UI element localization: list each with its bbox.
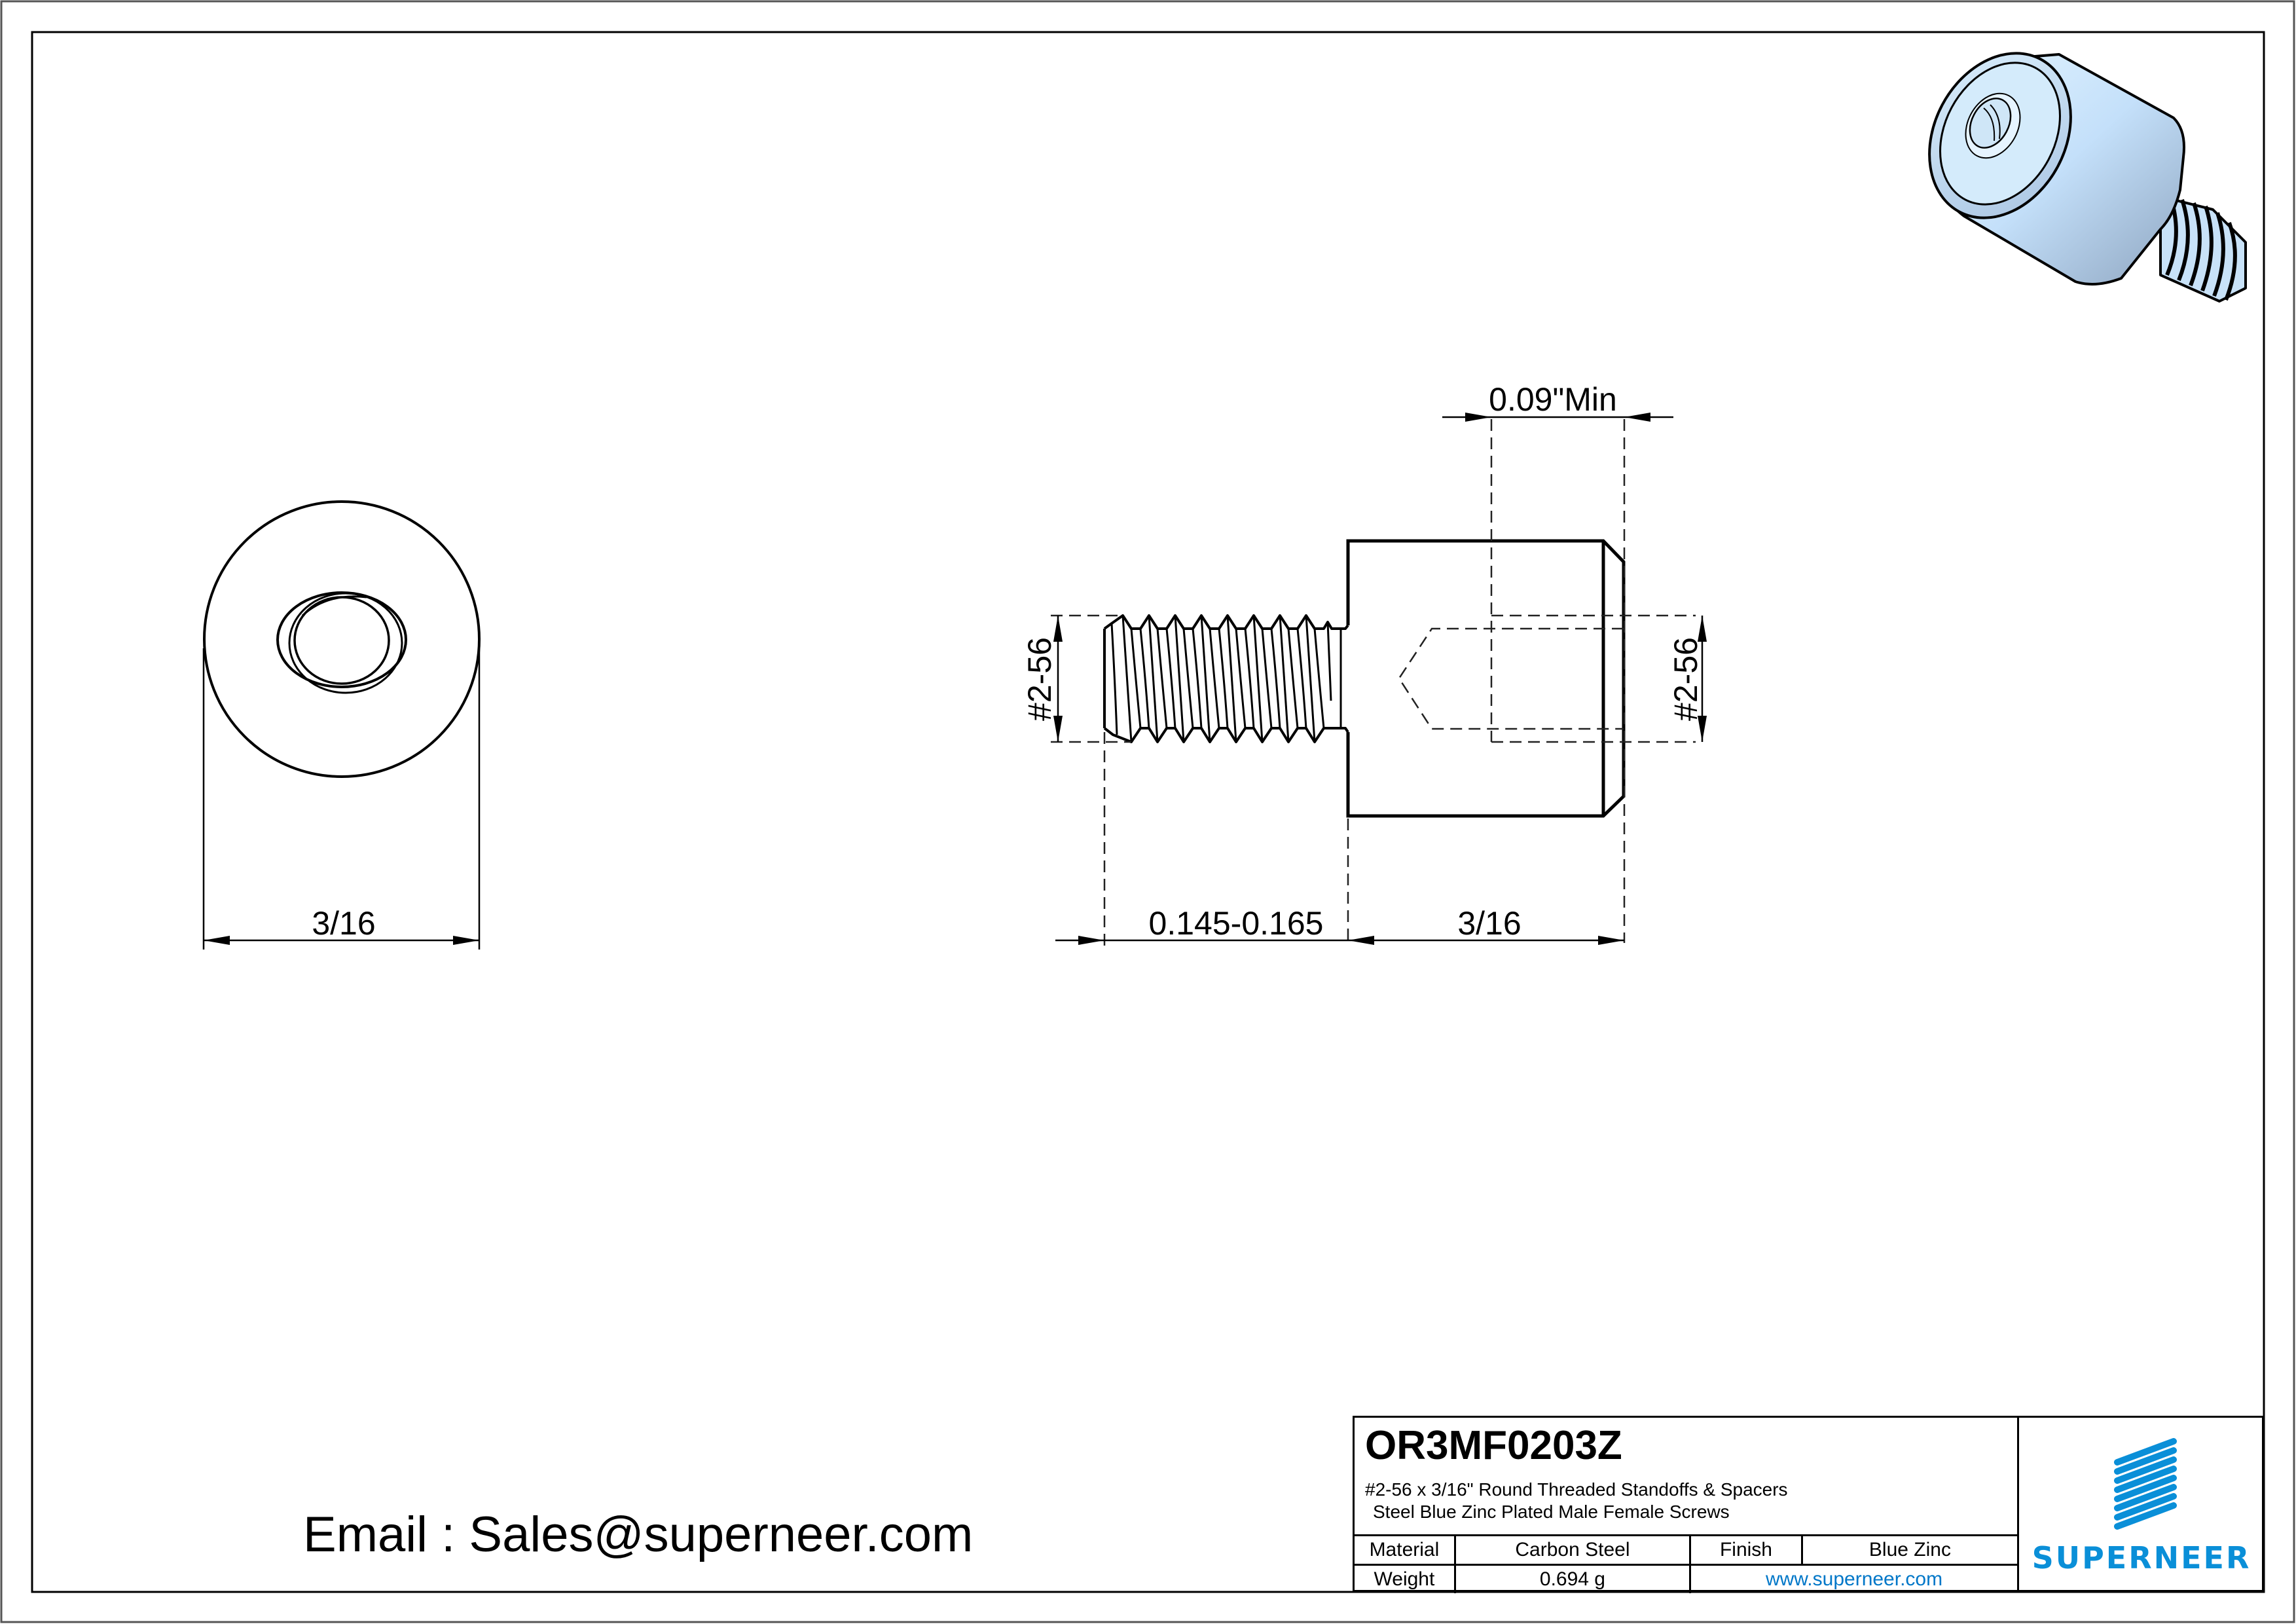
description-line-2: Steel Blue Zinc Plated Male Female Screw… — [1373, 1502, 1730, 1522]
company-logo: SUPERNEER — [2019, 1418, 2264, 1590]
material-value: Carbon Steel — [1453, 1534, 1692, 1566]
female-thread-label: #2-56 — [1667, 637, 1704, 721]
table-row: Weight 0.694 g www.superneer.com — [1355, 1564, 2017, 1593]
finish-label: Finish — [1689, 1534, 1803, 1566]
standoff-body — [1346, 539, 1626, 818]
thread-length-label: 0.145-0.165 — [1149, 905, 1324, 942]
contact-email: Email : Sales@superneer.com — [303, 1507, 974, 1562]
title-block-info: OR3MF0203Z #2-56 x 3/16" Round Threaded … — [1355, 1418, 2019, 1593]
website-link[interactable]: www.superneer.com — [1689, 1564, 2017, 1593]
weight-label: Weight — [1355, 1564, 1456, 1593]
superneer-stripes-icon — [2114, 1438, 2177, 1530]
material-label: Material — [1355, 1534, 1456, 1566]
inner-frame — [31, 31, 2265, 1593]
male-thread-label: #2-56 — [1021, 637, 1058, 721]
iso-render — [1928, 52, 2247, 303]
hidden-lines — [1051, 419, 1696, 947]
table-row: Material Carbon Steel Finish Blue Zinc — [1355, 1534, 2017, 1566]
iso-thread — [2159, 195, 2247, 303]
part-number: OR3MF0203Z — [1365, 1423, 1622, 1468]
male-thread — [1103, 614, 1349, 743]
properties-table: Material Carbon Steel Finish Blue Zinc W… — [1355, 1534, 2017, 1593]
min-depth-label: 0.09"Min — [1489, 381, 1617, 418]
finish-value: Blue Zinc — [1800, 1534, 2017, 1566]
front-diameter-label: 3/16 — [312, 905, 375, 942]
body-length-label: 3/16 — [1457, 905, 1521, 942]
weight-value: 0.694 g — [1453, 1564, 1692, 1593]
front-view — [203, 500, 481, 778]
logo-wordmark: SUPERNEER — [2032, 1540, 2251, 1576]
title-block: OR3MF0203Z #2-56 x 3/16" Round Threaded … — [1353, 1416, 2264, 1593]
front-diameter-dimension — [202, 648, 481, 950]
description-line-1: #2-56 x 3/16" Round Threaded Standoffs &… — [1365, 1479, 1788, 1500]
